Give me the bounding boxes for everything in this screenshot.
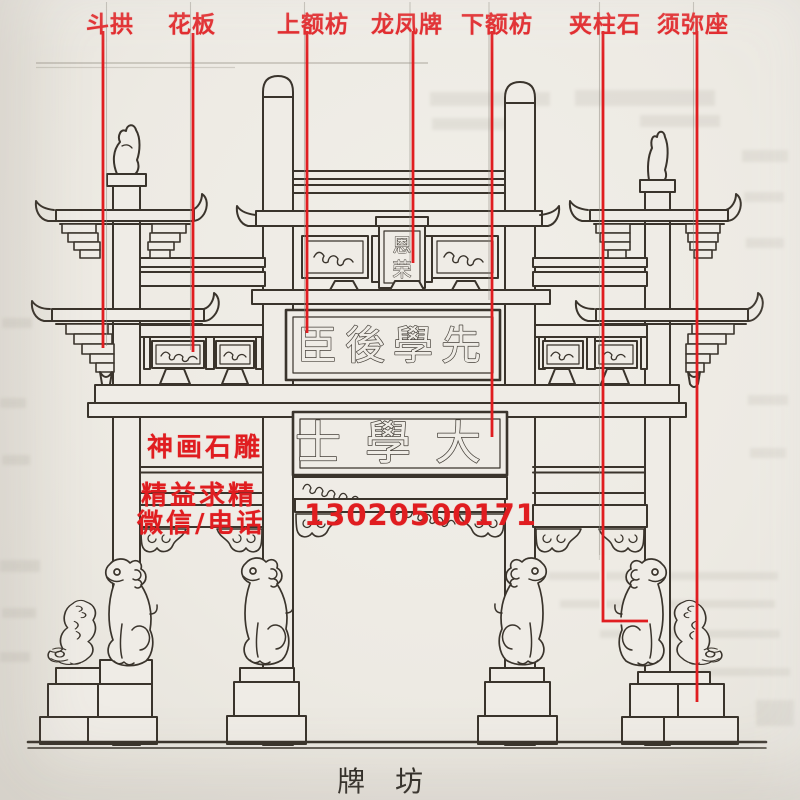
left-outer-big-lion bbox=[104, 558, 158, 667]
tablet-char-top: 恩 bbox=[392, 235, 411, 257]
left-outer-pedestal bbox=[39, 659, 158, 745]
upper-plaque-inscription: 臣後學先 bbox=[297, 323, 489, 369]
lower-left-roof bbox=[30, 292, 220, 388]
pedestals bbox=[39, 659, 739, 745]
dragon-phoenix-tablet bbox=[378, 225, 426, 289]
side-beams bbox=[139, 257, 648, 287]
dragon-phoenix-band: 恩 荣 bbox=[251, 216, 551, 305]
dougong-cascade bbox=[65, 323, 115, 373]
dougong-brackets bbox=[595, 223, 721, 259]
right-inner-lion bbox=[494, 557, 548, 666]
main-plaque: 士學大 bbox=[291, 410, 509, 528]
leader-lines-ghost bbox=[105, 2, 695, 560]
tablet-char-bottom: 荣 bbox=[392, 259, 411, 281]
lower-right-roof bbox=[574, 292, 764, 388]
left-outer-small-lion bbox=[47, 599, 97, 666]
upper-plaque: 臣後學先 bbox=[284, 308, 502, 393]
leader-clamp-stone bbox=[601, 31, 648, 623]
left-outer-finial-beast bbox=[112, 124, 141, 175]
right-outer-pedestal bbox=[621, 671, 739, 745]
ground-line bbox=[26, 740, 768, 749]
dougong-brackets bbox=[61, 223, 187, 259]
architrave bbox=[87, 384, 687, 418]
right-flower-panels bbox=[534, 324, 648, 385]
archway: 恩 荣 臣後學先 bbox=[26, 75, 768, 749]
leader-lines bbox=[101, 31, 699, 702]
main-plaque-inscription: 士學大 bbox=[295, 416, 505, 470]
left-inner-pedestal bbox=[226, 667, 307, 745]
left-flower-panels bbox=[139, 324, 264, 385]
right-outer-finial-beast bbox=[647, 130, 669, 181]
dougong-cascade bbox=[685, 323, 735, 373]
bay-beams bbox=[139, 466, 648, 528]
right-inner-pedestal bbox=[477, 667, 558, 745]
upper-right-roof bbox=[568, 193, 742, 259]
